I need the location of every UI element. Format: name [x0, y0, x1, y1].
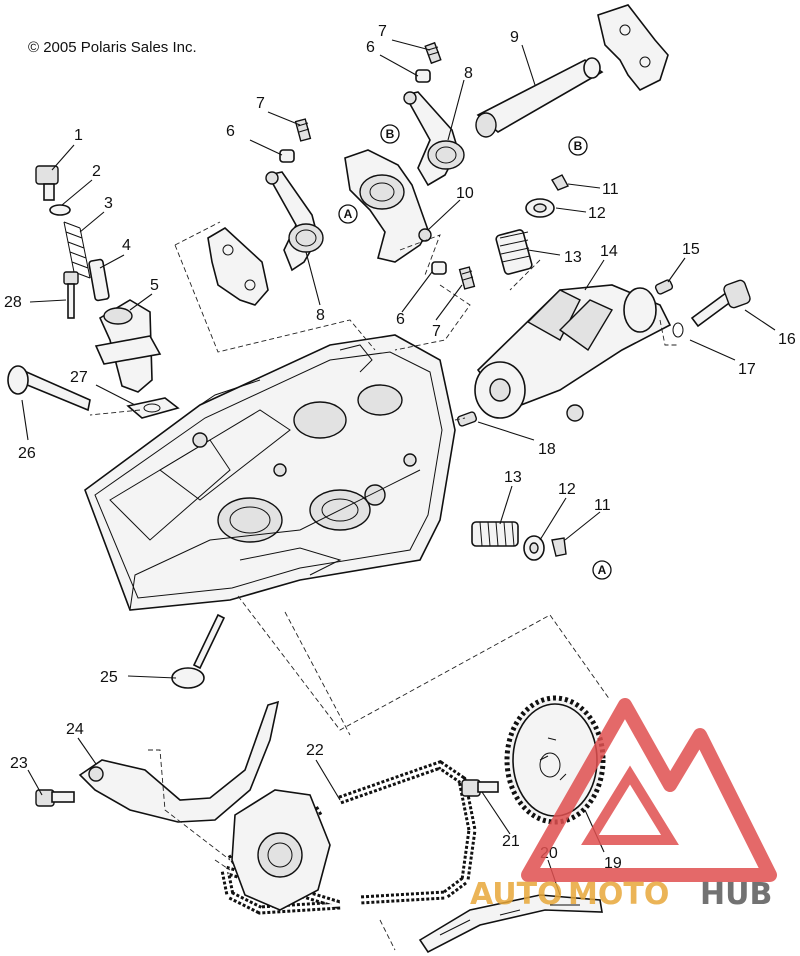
- callout-19: 19: [604, 855, 622, 872]
- callout-16: 16: [778, 331, 796, 348]
- tensioner-bolt: [35, 165, 59, 201]
- pivot-bolt: [35, 789, 75, 807]
- valve-keeper-lower: [551, 537, 567, 557]
- callout-6-top: 6: [366, 39, 375, 56]
- plug: [654, 279, 674, 295]
- callout-8-left: 8: [316, 307, 325, 324]
- reference-marker-a-upper: A: [338, 204, 358, 224]
- callout-11-top: 11: [602, 181, 619, 198]
- callout-13-bottom: 13: [504, 469, 522, 486]
- adjuster-screw-top: [415, 41, 442, 83]
- watermark-hub: HUB: [700, 877, 772, 912]
- callout-1: 1: [74, 127, 83, 144]
- cylinder-head: [84, 334, 456, 611]
- svg-text:A: A: [598, 563, 607, 577]
- callout-24: 24: [66, 721, 84, 738]
- tensioner-mount-bolt: [63, 271, 79, 319]
- svg-text:A: A: [344, 207, 353, 221]
- callout-12-bottom: 12: [558, 481, 576, 498]
- reference-marker-a-lower: A: [592, 560, 612, 580]
- callout-2: 2: [92, 163, 101, 180]
- adjuster-screw-left: [279, 118, 312, 163]
- sprocket-bolt: [461, 779, 499, 797]
- callout-6-left: 6: [226, 123, 235, 140]
- svg-text:B: B: [574, 139, 583, 153]
- callout-15: 15: [682, 241, 700, 258]
- copyright-text: © 2005 Polaris Sales Inc.: [28, 39, 197, 56]
- spring-retainer-upper: [525, 198, 555, 218]
- valve-spring-upper: [495, 229, 533, 275]
- retaining-clip: [672, 322, 684, 338]
- watermark-logo: AUTO MOTO HUB: [470, 698, 777, 912]
- callout-7-left: 7: [256, 95, 265, 112]
- valve-spring-lower: [471, 521, 519, 547]
- watermark-auto: AUTO: [470, 877, 563, 912]
- valve-keeper-upper: [551, 174, 569, 191]
- callout-28: 28: [4, 294, 22, 311]
- callout-11-bottom: 11: [594, 497, 611, 514]
- decompressor: [690, 279, 751, 328]
- callout-10: 10: [456, 185, 474, 202]
- callout-4: 4: [122, 237, 131, 254]
- callout-12-top: 12: [588, 205, 606, 222]
- adjuster-screw-mid: [431, 261, 476, 290]
- callout-25: 25: [100, 669, 118, 686]
- callout-21: 21: [502, 833, 520, 850]
- callout-23: 23: [10, 755, 28, 772]
- tensioner-washer: [49, 204, 71, 216]
- chain-guide: [78, 700, 280, 823]
- exhaust-valve: [7, 365, 91, 412]
- tensioner-plunger: [88, 258, 110, 302]
- watermark-moto: MOTO: [568, 877, 669, 912]
- reference-marker-b-right: B: [568, 136, 588, 156]
- callout-17: 17: [738, 361, 756, 378]
- callout-5: 5: [150, 277, 159, 294]
- callout-8-top: 8: [464, 65, 473, 82]
- callout-22: 22: [306, 742, 324, 759]
- camshaft: [474, 284, 672, 422]
- callout-7-top: 7: [378, 23, 387, 40]
- spring-retainer-lower: [523, 535, 545, 561]
- callout-13-top: 13: [564, 249, 582, 266]
- rocker-support: [207, 227, 269, 306]
- rocker-bracket: [597, 4, 669, 92]
- tensioner-body: [94, 299, 162, 393]
- callout-3: 3: [104, 195, 113, 212]
- rocker-shaft: [475, 57, 604, 138]
- callout-26: 26: [18, 445, 36, 462]
- reference-marker-b-upper: B: [380, 124, 400, 144]
- leader-lines: [21, 39, 776, 896]
- crank-sprocket: [231, 789, 331, 911]
- dowel-pin: [456, 411, 478, 427]
- callout-27: 27: [70, 369, 88, 386]
- intake-valve: [171, 613, 226, 689]
- tensioner-spring: [63, 221, 91, 279]
- callout-9: 9: [510, 29, 519, 46]
- svg-text:B: B: [386, 127, 395, 141]
- rocker-arm-lower: [265, 171, 324, 272]
- callout-14: 14: [600, 243, 618, 260]
- chain-guide-lower: [418, 894, 603, 954]
- assembly-lines: [89, 221, 678, 951]
- callout-labels: 1 2 3 4 5 6 6 6 7 7 7 8 8 9 10 11 11 12 …: [4, 23, 796, 872]
- callout-6-mid: 6: [396, 311, 405, 328]
- tensioner-gasket: [126, 397, 180, 419]
- callout-7-mid: 7: [432, 323, 441, 340]
- rocker-arm-upper: [403, 91, 465, 187]
- callout-18: 18: [538, 441, 556, 458]
